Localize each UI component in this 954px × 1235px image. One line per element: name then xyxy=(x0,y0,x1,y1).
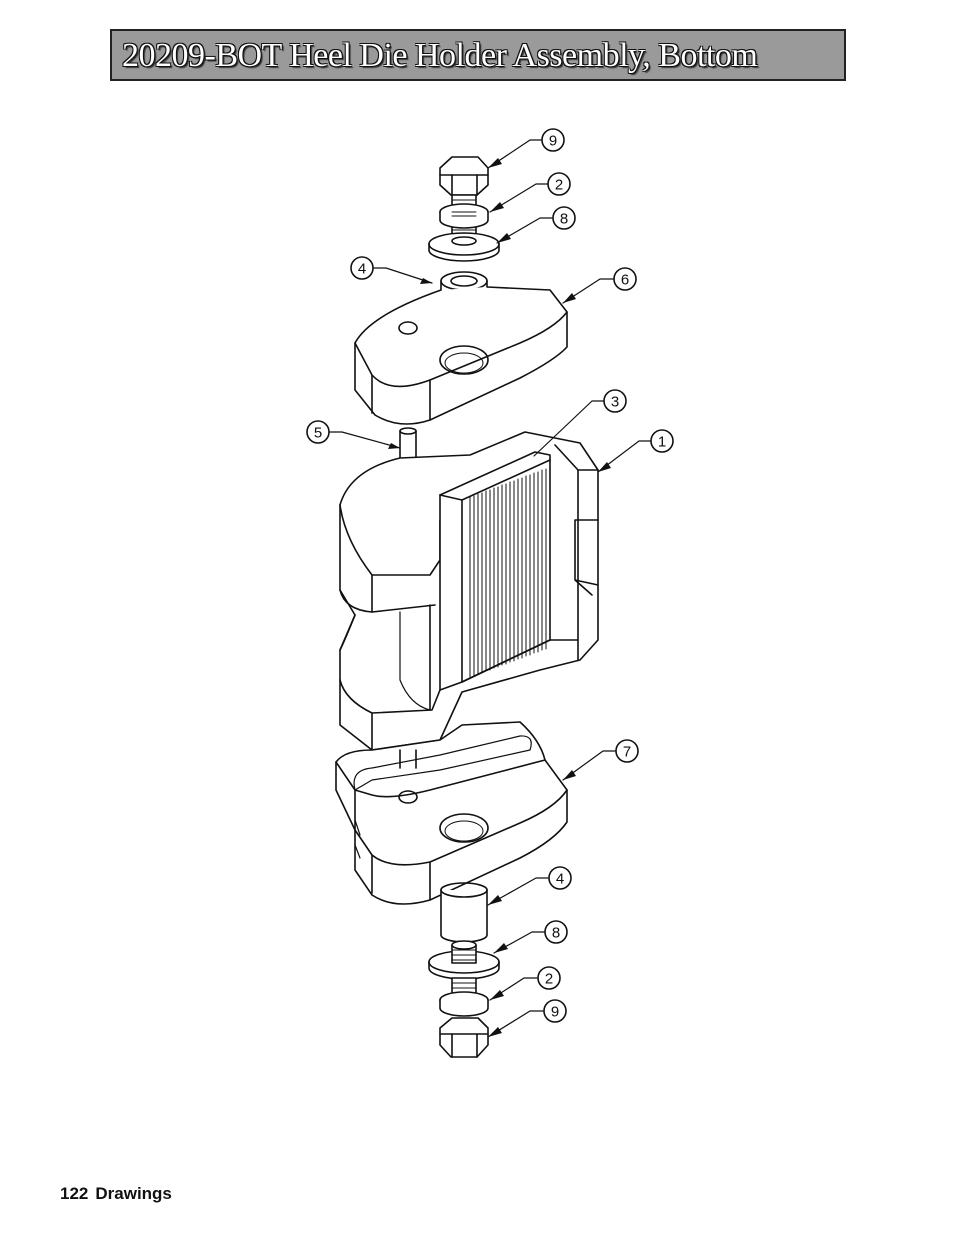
callout-4-top: 4 xyxy=(350,256,374,280)
title-banner: 20209-BOT Heel Die Holder Assembly, Bott… xyxy=(110,29,846,81)
svg-text:4: 4 xyxy=(556,871,564,888)
svg-text:5: 5 xyxy=(314,425,322,442)
svg-text:8: 8 xyxy=(560,211,568,228)
svg-text:9: 9 xyxy=(549,133,557,150)
svg-text:9: 9 xyxy=(551,1004,559,1021)
svg-text:2: 2 xyxy=(555,177,563,194)
page-title: 20209-BOT Heel Die Holder Assembly, Bott… xyxy=(122,37,758,74)
callout-8-top: 8 xyxy=(552,206,576,230)
bottom-plate xyxy=(335,721,568,905)
callout-8-bottom: 8 xyxy=(544,920,568,944)
callout-9-bottom: 9 xyxy=(543,999,567,1023)
callout-3: 3 xyxy=(603,389,627,413)
section-name: Drawings xyxy=(95,1184,172,1203)
bottom-nut xyxy=(439,1017,489,1058)
callout-9-top: 9 xyxy=(541,128,565,152)
callout-2-bottom: 2 xyxy=(537,966,561,990)
bottom-spacer xyxy=(440,882,488,943)
svg-text:4: 4 xyxy=(358,261,366,278)
top-lock-washer xyxy=(439,203,489,229)
top-flat-washer xyxy=(428,232,500,262)
callout-2-top: 2 xyxy=(547,172,571,196)
bottom-flat-washer xyxy=(428,940,500,980)
callout-leaders xyxy=(329,139,652,1038)
callout-5: 5 xyxy=(306,420,330,444)
callout-4-bottom: 4 xyxy=(548,866,572,890)
bottom-lock-washer xyxy=(439,977,489,1017)
page-number: 122 xyxy=(60,1184,89,1203)
svg-text:7: 7 xyxy=(623,744,631,761)
svg-text:3: 3 xyxy=(611,394,619,411)
svg-text:2: 2 xyxy=(545,971,553,988)
callout-1: 1 xyxy=(650,429,674,453)
svg-text:1: 1 xyxy=(658,434,666,451)
callout-6: 6 xyxy=(613,267,637,291)
svg-text:6: 6 xyxy=(621,272,629,289)
page-footer: 122 Drawings xyxy=(60,1184,179,1204)
serrated-die xyxy=(439,451,551,691)
top-plate xyxy=(354,286,568,425)
callout-7: 7 xyxy=(615,739,639,763)
svg-text:8: 8 xyxy=(552,925,560,942)
